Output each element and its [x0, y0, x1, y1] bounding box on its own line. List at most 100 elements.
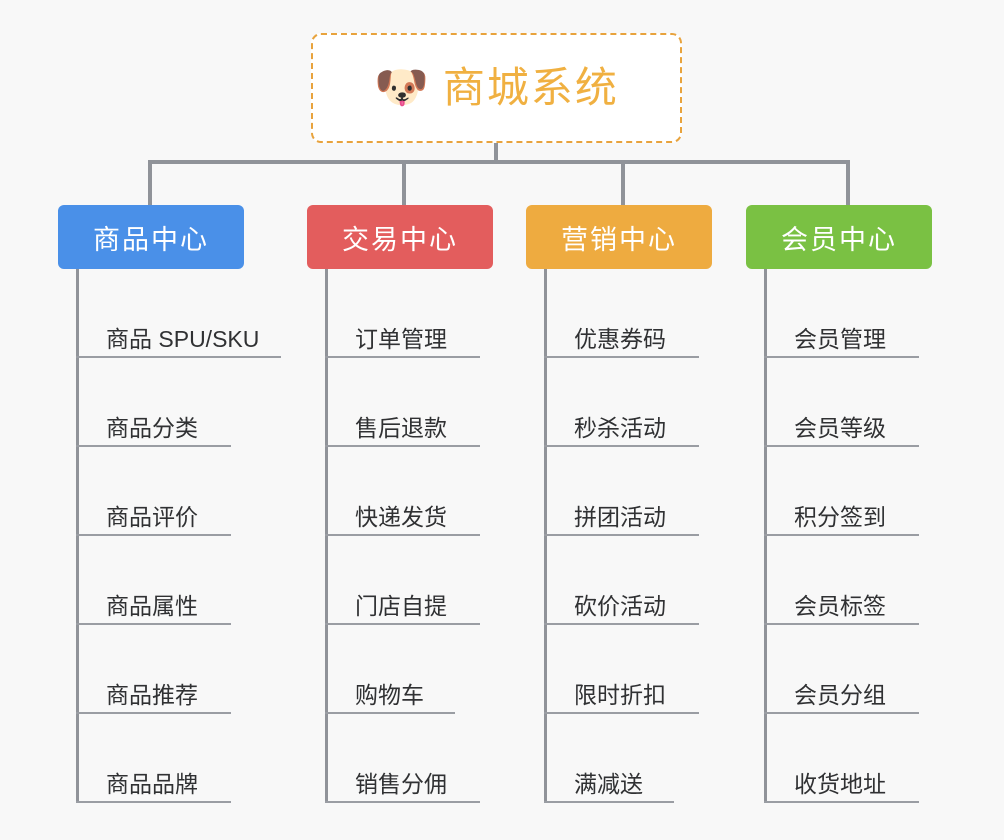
- leaf-item-label: 门店自提: [355, 592, 447, 619]
- leaf-item-label: 拼团活动: [574, 503, 666, 530]
- leaf-underline: [76, 623, 231, 625]
- connector-spine-member-center: [764, 269, 767, 803]
- category-box-product-center[interactable]: 商品中心: [58, 205, 244, 269]
- leaf-item-label: 会员分组: [794, 681, 886, 708]
- leaf-item-label: 收货地址: [794, 770, 886, 797]
- leaf-item-label: 积分签到: [794, 503, 886, 530]
- leaf-item-label: 销售分佣: [355, 770, 447, 797]
- leaf-item[interactable]: 会员分组: [764, 625, 932, 714]
- category-label: 营销中心: [561, 224, 677, 255]
- leaf-item[interactable]: 会员等级: [764, 358, 932, 447]
- connector-spine-trade-center: [325, 269, 328, 803]
- leaf-item[interactable]: 限时折扣: [544, 625, 712, 714]
- leaf-item-label: 砍价活动: [574, 592, 666, 619]
- leaf-item-label: 商品评价: [106, 503, 198, 530]
- connector-drop-member-center: [846, 160, 850, 207]
- leaf-item[interactable]: 商品推荐: [76, 625, 244, 714]
- leaf-item[interactable]: 满减送: [544, 714, 712, 803]
- leaf-underline: [544, 712, 699, 714]
- leaf-item-label: 会员等级: [794, 414, 886, 441]
- leaf-underline: [325, 445, 480, 447]
- category-label: 交易中心: [342, 224, 458, 255]
- leaf-item[interactable]: 商品评价: [76, 447, 244, 536]
- leaf-item[interactable]: 商品属性: [76, 536, 244, 625]
- leaf-underline: [76, 445, 231, 447]
- category-label: 会员中心: [781, 224, 897, 255]
- leaf-item[interactable]: 购物车: [325, 625, 493, 714]
- leaf-underline: [325, 712, 455, 714]
- connector-drop-marketing-center: [621, 160, 625, 207]
- leaf-underline: [76, 712, 231, 714]
- leaf-item-label: 商品品牌: [106, 770, 198, 797]
- leaf-list-marketing-center: 优惠券码秒杀活动拼团活动砍价活动限时折扣满减送: [544, 269, 712, 803]
- leaf-item-label: 会员管理: [794, 325, 886, 352]
- leaf-underline: [76, 801, 231, 803]
- leaf-item[interactable]: 砍价活动: [544, 536, 712, 625]
- leaf-list-trade-center: 订单管理售后退款快递发货门店自提购物车销售分佣: [325, 269, 493, 803]
- leaf-item-label: 秒杀活动: [574, 414, 666, 441]
- connector-root-stem: [494, 143, 498, 164]
- leaf-item[interactable]: 商品品牌: [76, 714, 244, 803]
- category-box-member-center[interactable]: 会员中心: [746, 205, 932, 269]
- leaf-underline: [544, 801, 674, 803]
- leaf-item[interactable]: 秒杀活动: [544, 358, 712, 447]
- leaf-underline: [544, 356, 699, 358]
- root-node-title: 商城系统: [442, 64, 619, 111]
- category-box-trade-center[interactable]: 交易中心: [307, 205, 493, 269]
- shiba-dog-face-icon: 🐶: [374, 63, 429, 112]
- leaf-item-label: 满减送: [574, 770, 643, 797]
- column-member-center: 会员中心会员管理会员等级积分签到会员标签会员分组收货地址: [746, 205, 932, 803]
- leaf-item-label: 售后退款: [355, 414, 447, 441]
- leaf-underline: [544, 623, 699, 625]
- leaf-item[interactable]: 商品 SPU/SKU: [76, 269, 281, 358]
- connector-spine-product-center: [76, 269, 79, 803]
- leaf-item[interactable]: 商品分类: [76, 358, 244, 447]
- column-marketing-center: 营销中心优惠券码秒杀活动拼团活动砍价活动限时折扣满减送: [526, 205, 712, 803]
- leaf-item[interactable]: 订单管理: [325, 269, 493, 358]
- leaf-underline: [76, 356, 281, 358]
- leaf-underline: [544, 445, 699, 447]
- leaf-underline: [325, 623, 480, 625]
- leaf-item[interactable]: 售后退款: [325, 358, 493, 447]
- leaf-underline: [76, 534, 231, 536]
- leaf-underline: [764, 801, 919, 803]
- leaf-item-label: 商品推荐: [106, 681, 198, 708]
- leaf-item[interactable]: 会员管理: [764, 269, 932, 358]
- leaf-item-label: 商品分类: [106, 414, 198, 441]
- leaf-item[interactable]: 优惠券码: [544, 269, 712, 358]
- leaf-item-label: 商品属性: [106, 592, 198, 619]
- category-box-marketing-center[interactable]: 营销中心: [526, 205, 712, 269]
- leaf-item[interactable]: 积分签到: [764, 447, 932, 536]
- connector-horizontal-bus: [148, 160, 850, 164]
- leaf-item[interactable]: 快递发货: [325, 447, 493, 536]
- leaf-underline: [764, 356, 919, 358]
- leaf-underline: [544, 534, 699, 536]
- leaf-underline: [764, 712, 919, 714]
- leaf-item-label: 会员标签: [794, 592, 886, 619]
- connector-spine-marketing-center: [544, 269, 547, 803]
- root-node-shop-system[interactable]: 🐶 商城系统: [311, 33, 682, 143]
- leaf-item-label: 优惠券码: [574, 325, 666, 352]
- leaf-underline: [764, 623, 919, 625]
- connector-drop-product-center: [148, 160, 152, 207]
- leaf-list-product-center: 商品 SPU/SKU 商品分类商品评价商品属性商品推荐商品品牌: [76, 269, 281, 803]
- leaf-item[interactable]: 销售分佣: [325, 714, 493, 803]
- leaf-item[interactable]: 拼团活动: [544, 447, 712, 536]
- leaf-underline: [764, 534, 919, 536]
- leaf-item-label: 限时折扣: [574, 681, 666, 708]
- leaf-item-label: 订单管理: [355, 325, 447, 352]
- leaf-item[interactable]: 门店自提: [325, 536, 493, 625]
- category-label: 商品中心: [93, 224, 209, 255]
- column-trade-center: 交易中心订单管理售后退款快递发货门店自提购物车销售分佣: [307, 205, 493, 803]
- leaf-item-label: 购物车: [355, 681, 424, 708]
- leaf-item[interactable]: 会员标签: [764, 536, 932, 625]
- leaf-underline: [764, 445, 919, 447]
- connector-drop-trade-center: [402, 160, 406, 207]
- leaf-item[interactable]: 收货地址: [764, 714, 932, 803]
- leaf-underline: [325, 356, 480, 358]
- leaf-list-member-center: 会员管理会员等级积分签到会员标签会员分组收货地址: [764, 269, 932, 803]
- leaf-item-label: 商品 SPU/SKU: [106, 325, 260, 352]
- leaf-item-label: 快递发货: [355, 503, 447, 530]
- column-product-center: 商品中心商品 SPU/SKU 商品分类商品评价商品属性商品推荐商品品牌: [58, 205, 281, 803]
